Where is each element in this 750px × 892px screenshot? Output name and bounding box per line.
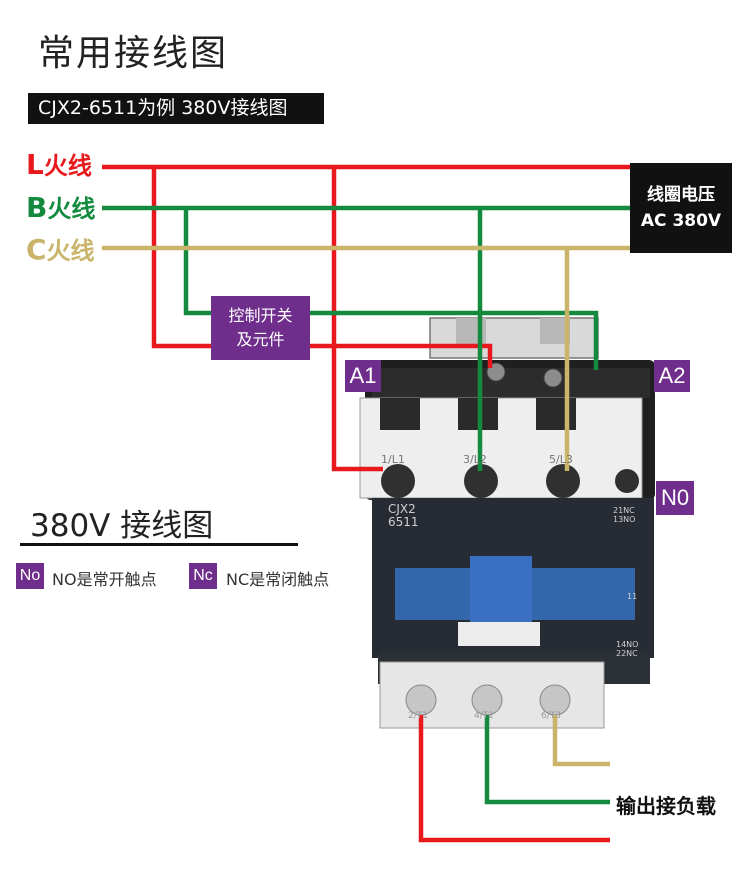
model-text: CJX2 6511 [388, 503, 419, 529]
coil-line-2: AC 380V [640, 211, 722, 231]
terminal-label-l3: 5/L3 [549, 453, 573, 466]
legend-badge-no: No [16, 563, 44, 589]
phase-label-b: B火线 [26, 189, 95, 224]
aux-mark: 13NO [613, 515, 636, 524]
terminal-label-l1: 1/L1 [381, 453, 405, 466]
model-line-1: CJX2 [388, 502, 416, 516]
no-tag: N0 [656, 481, 694, 515]
section-title: 380V 接线图 [30, 508, 214, 544]
legend-text-no: NO是常开触点 [52, 570, 157, 589]
red-phase-wire [102, 164, 634, 472]
terminal-label-l2: 3/L2 [463, 453, 487, 466]
coil-line-1: 线圈电压 [647, 185, 715, 205]
green-phase-wire [102, 205, 634, 471]
phase-suffix: 火线 [47, 195, 96, 223]
phase-suffix: 火线 [43, 152, 92, 180]
output-load-label: 输出接负载 [616, 794, 716, 818]
aux-mark: 21NC [613, 506, 635, 515]
page-title: 常用接线图 [38, 33, 229, 74]
subtitle-bar: CJX2-6511为例 380V接线图 [28, 93, 324, 124]
contactor-main-body [372, 498, 654, 684]
contactor-bottom-block [379, 661, 605, 729]
aux-mark: 22NC [616, 649, 638, 658]
mounting-bracket [429, 317, 599, 359]
phase-label-c: C火线 [26, 231, 95, 266]
legend-badge-nc: Nc [189, 563, 217, 589]
phase-letter: L [26, 148, 44, 181]
terminal-label-t3: 6/T3 [541, 711, 561, 721]
contactor-top-body [359, 360, 655, 500]
tan-phase-wire [102, 245, 634, 471]
phase-letter: B [26, 191, 48, 224]
aux-marks-top: 21NC 13NO [613, 506, 635, 524]
a2-tag: A2 [654, 360, 690, 392]
terminal-label-t1: 2/T1 [408, 711, 428, 721]
phase-letter: C [26, 233, 47, 266]
phase-suffix: 火线 [46, 237, 95, 265]
output-wires [418, 715, 610, 843]
phase-label-l: L火线 [26, 146, 92, 181]
a1-tag: A1 [345, 360, 381, 392]
legend-text-nc: NC是常闭触点 [226, 570, 330, 589]
aux-marks-bottom: 14NO 22NC [616, 640, 638, 658]
coil-voltage-box: 线圈电压 AC 380V [630, 163, 732, 253]
terminal-label-t2: 4/T2 [474, 711, 494, 721]
aux-mark-mid: 11 [627, 592, 638, 601]
control-line-2: 及元件 [236, 330, 285, 349]
control-line-1: 控制开关 [228, 306, 293, 325]
section-divider [20, 543, 298, 546]
aux-mark: 14NO [616, 640, 639, 649]
control-switch-box: 控制开关 及元件 [211, 296, 310, 360]
model-line-2: 6511 [388, 515, 419, 529]
